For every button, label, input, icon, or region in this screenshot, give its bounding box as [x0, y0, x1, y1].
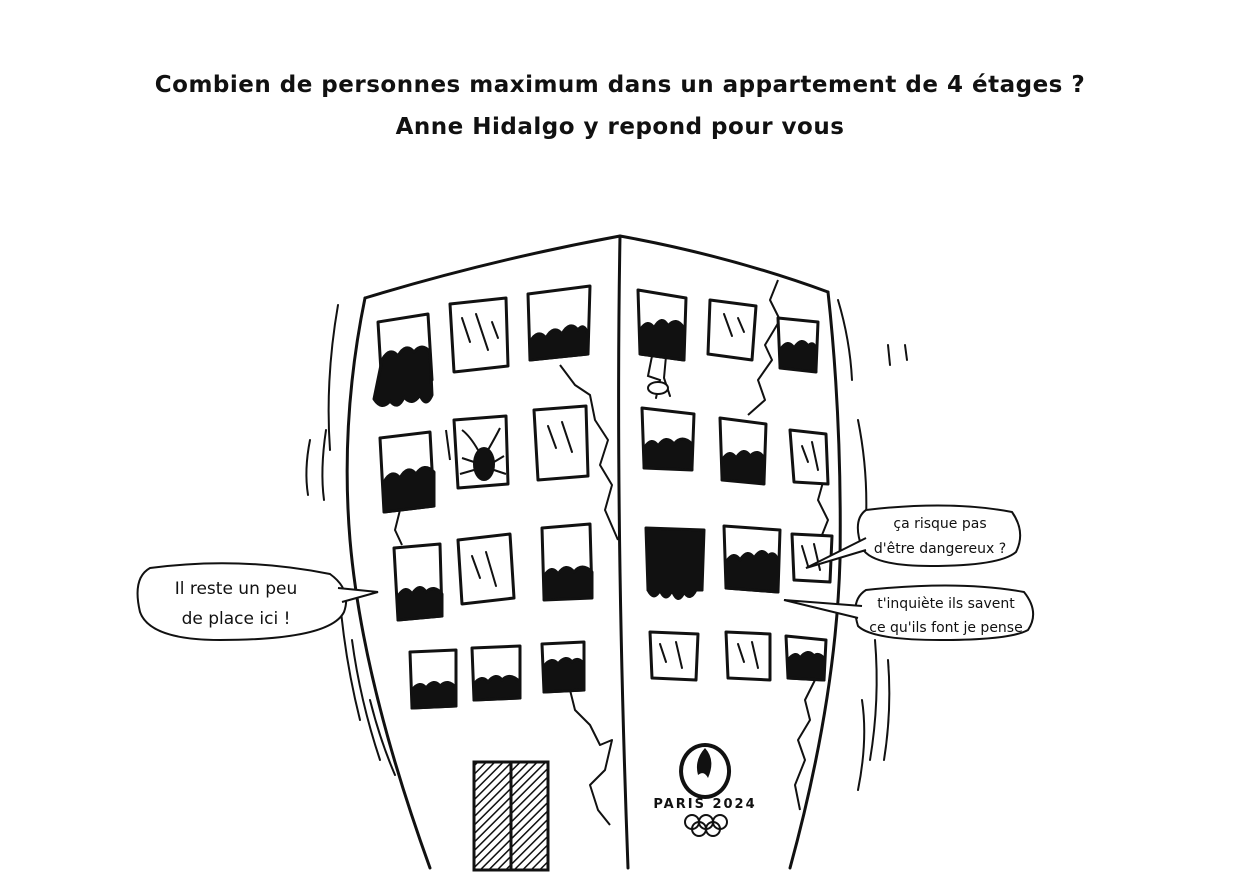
crowded-windows [372, 284, 828, 710]
olympic-rings-icon [684, 814, 728, 837]
empty-windows [448, 296, 834, 682]
bubble-left-line-1: Il reste un peu [175, 579, 298, 599]
title-line-2: Anne Hidalgo y repond pour vous [395, 114, 845, 140]
entrance-door [472, 760, 550, 872]
hanging-person-icon [646, 355, 671, 399]
bubble-left-line-2: de place ici ! [182, 609, 291, 629]
building-outline [345, 234, 842, 870]
glass-reflections [461, 313, 821, 669]
building-cracks [394, 279, 829, 826]
logo-text: PARIS 2024 [653, 797, 756, 812]
speech-bubble-right-bottom [783, 584, 1035, 642]
bubble-right-bottom-line-1: t'inquiète ils savent [877, 596, 1015, 612]
shake-lines [305, 299, 908, 791]
speech-bubble-left [136, 562, 379, 642]
cockroach-icon [445, 427, 507, 481]
title-line-1: Combien de personnes maximum dans un app… [154, 72, 1086, 98]
bubble-right-top-line-1: ça risque pas [893, 516, 986, 532]
paris-2024-logo [679, 743, 732, 837]
speech-bubble-right-top [805, 504, 1022, 569]
bubble-right-bottom-line-2: ce qu'ils font je pense [869, 620, 1022, 636]
bubble-right-top-line-2: d'être dangereux ? [874, 541, 1006, 557]
